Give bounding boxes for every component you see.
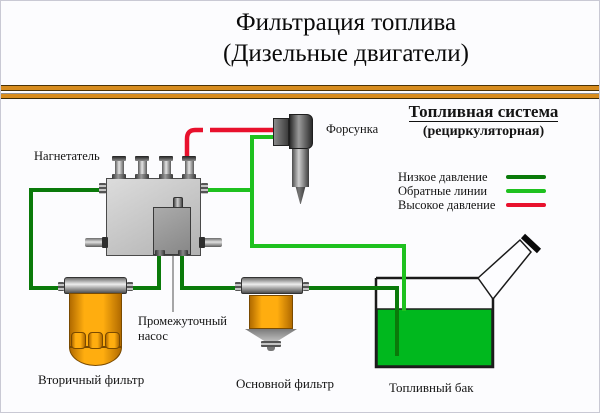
- legend-title: Топливная система: [391, 102, 576, 122]
- port-flange: [159, 174, 173, 179]
- legend-item-label: Высокое давление: [398, 198, 496, 212]
- port-cap: [135, 156, 149, 161]
- tank-fuel-liquid: [376, 308, 493, 367]
- primary-filter-cap: [241, 277, 303, 294]
- legend-swatch-return-lines: [506, 189, 546, 193]
- transfer-pump-label-line2: насос: [138, 329, 168, 343]
- pump-shaft-right: [201, 238, 222, 247]
- secondary-filter-label: Вторичный фильтр: [38, 372, 145, 387]
- pump-side-connector-right: [201, 183, 208, 194]
- port-stem: [137, 161, 147, 174]
- pump-bottom-port-1: [155, 250, 165, 256]
- pump-top-port-2: [135, 156, 149, 179]
- pipe-return-injector-to-tank: [250, 135, 406, 311]
- secondary-filter-port-left: [58, 282, 64, 291]
- primary-filter-drain: [261, 341, 281, 347]
- legend-item-return-lines: Обратные линии: [398, 184, 588, 198]
- pump-side-connector-left: [99, 183, 106, 194]
- injector-label: Форсунка: [326, 122, 379, 136]
- injector-inlet-block: [273, 118, 289, 146]
- pipe-low-pump-to-secondary-filter-left: [29, 188, 104, 290]
- pump-top-port-4: [182, 156, 196, 179]
- port-cap: [112, 156, 126, 161]
- legend-swatch-high-pressure: [506, 203, 546, 207]
- transfer-pump-box: [153, 207, 191, 255]
- tank-outline: [374, 276, 495, 369]
- pipe-low-tank-suction-to-primary-filter: [304, 286, 399, 356]
- port-stem: [161, 161, 171, 174]
- port-flange: [135, 174, 149, 179]
- tank-spout-cap: [520, 233, 542, 254]
- legend-item-low-pressure: Низкое давление: [398, 170, 588, 184]
- legend-item-label: Низкое давление: [398, 170, 488, 184]
- secondary-filter-rib-1: [71, 332, 86, 349]
- separator-top-stripe: [1, 85, 599, 91]
- transfer-pump-label-line1: Промежуточный: [138, 314, 227, 328]
- port-flange: [112, 174, 126, 179]
- primary-filter-label: Основной фильтр: [236, 376, 335, 391]
- legend-subtitle: (рециркуляторная): [391, 124, 576, 140]
- port-flange: [182, 174, 196, 179]
- pump-label: Нагнетатель: [34, 149, 100, 163]
- pump-shaft-left: [85, 238, 106, 247]
- fuel-tank-label: Топливный бак: [389, 380, 474, 395]
- pump-bottom-port-2: [178, 250, 188, 256]
- page-title: Фильтрация топлива (Дизельные двигатели): [111, 7, 581, 69]
- title-line2: (Дизельные двигатели): [223, 40, 469, 67]
- pipe-high-pump-to-injector-a: [184, 127, 203, 158]
- primary-filter-body: [249, 295, 293, 329]
- injector-body: [289, 114, 313, 149]
- port-cap: [182, 156, 196, 161]
- legend-subtitle-text: (рециркуляторная): [422, 124, 545, 139]
- secondary-filter-cap: [64, 277, 127, 294]
- primary-filter-port-left: [235, 282, 241, 291]
- title-line1: Фильтрация топлива: [235, 9, 457, 36]
- injector-barrel: [292, 149, 309, 187]
- separator-bottom-stripe: [1, 93, 599, 99]
- pipe-low-pump-bottom-to-primary-filter: [180, 254, 238, 290]
- port-cap: [159, 156, 173, 161]
- secondary-filter-rib-2: [88, 332, 103, 349]
- legend-item-label: Обратные линии: [398, 184, 488, 198]
- injector-nozzle-tip: [295, 187, 306, 204]
- primary-filter-port-right: [303, 282, 309, 291]
- legend-item-high-pressure: Высокое давление: [398, 198, 588, 212]
- legend-title-text: Топливная система: [408, 102, 559, 122]
- tank-spout: [477, 238, 532, 301]
- pipe-low-secondary-filter-to-pump-bottom: [129, 254, 161, 290]
- pump-shaft-collar-left: [102, 237, 108, 248]
- legend-swatch-low-pressure: [506, 175, 546, 179]
- pump-shaft-collar-right: [199, 237, 205, 248]
- port-stem: [114, 161, 124, 174]
- secondary-filter-port-right: [127, 282, 133, 291]
- pump-top-port-3: [159, 156, 173, 179]
- port-stem: [184, 161, 194, 174]
- primary-filter-drain-nub: [267, 347, 275, 351]
- pump-top-port-1: [112, 156, 126, 179]
- secondary-filter-rib-3: [105, 332, 120, 349]
